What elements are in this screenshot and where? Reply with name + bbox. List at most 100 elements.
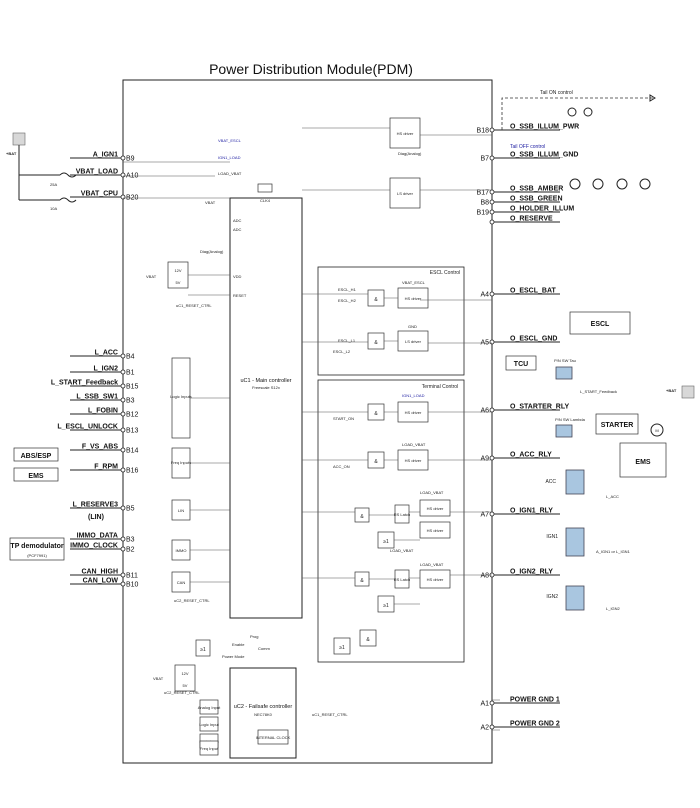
pn-sw-lambda-label: P/N SW Lambda (555, 417, 586, 422)
motor-symbol (650, 423, 664, 437)
term-hs-ign1-b-label: HS driver (427, 528, 444, 533)
main-controller-label: uC1 - Main controller (240, 378, 291, 384)
lbl-power-mode: Power Mode (222, 654, 245, 659)
lbl-vdd: VDD (233, 274, 242, 279)
fs-analog-input (199, 699, 219, 715)
fuse-10a: 10A (50, 206, 57, 211)
pin-marker (489, 199, 495, 205)
acc-relay-label: ACC (545, 479, 556, 485)
lbl-vbat-escl-2: VBAT_ESCL (402, 280, 426, 285)
right-output-row: B7 O_SSB_ILLUM_GND (480, 152, 578, 163)
lamp-icon (583, 107, 593, 117)
pin-marker (120, 581, 126, 587)
output-pin-label: B17 (477, 190, 490, 197)
input-pin-label: B14 (126, 448, 139, 455)
pdm-module-outline (122, 79, 493, 764)
l-start-feedback-right: L_START_Feedback (580, 389, 617, 394)
regulator-main-5v: 5V (176, 280, 181, 285)
input-pin-label: B2 (126, 547, 135, 554)
output-signal-label: O_HOLDER_ILLUM (510, 206, 574, 213)
output-signal-label: O_ESCL_GND (510, 336, 557, 343)
ign1-relay (565, 527, 585, 557)
lbl-acc-on: ACC_ON (333, 464, 350, 469)
lbl-vbat-reg2: VBAT (153, 676, 164, 681)
terminal-control-title: Terminal Control (422, 384, 458, 390)
lbl-vbat-escl: VBAT_ESCL (218, 138, 242, 143)
pin-marker (489, 700, 495, 706)
bat-symbol-right (681, 385, 695, 399)
can-block-label: CAN (177, 580, 186, 585)
input-pin-label: B11 (126, 573, 138, 580)
term-and-ssb-label: & (366, 637, 370, 643)
term-hs-ign1-b (419, 521, 451, 539)
input-signal-label: A_IGN1 (93, 152, 118, 159)
output-signal-label: O_RESERVE (510, 216, 553, 223)
ems-right-label: EMS (635, 459, 651, 466)
pin-marker (120, 397, 126, 403)
pin-marker (489, 511, 495, 517)
ems-box-right (619, 442, 667, 478)
lbl-load-vbat-3: LOAD_VBAT (420, 490, 444, 495)
term-or-ssb (333, 637, 351, 655)
output-signal-label: O_SSB_GREEN (510, 196, 563, 203)
tcu-box (505, 355, 537, 371)
input-pin-label: B12 (126, 412, 139, 419)
right-output-row: O_RESERVE (489, 216, 560, 225)
pin-marker (489, 724, 495, 730)
input-signal-label: L_FOBIN (88, 408, 118, 415)
output-signal-label: O_SSB_ILLUM_GND (510, 152, 578, 159)
output-pin-label: B7 (480, 156, 489, 163)
input-signal-label: F_VS_ABS (82, 444, 119, 451)
lbl-load-vbat-2: LOAD_VBAT (402, 442, 426, 447)
fs-freq-input (199, 740, 219, 756)
term-and-acc-label: & (374, 459, 378, 465)
lbl-reset: RESET (233, 293, 247, 298)
output-signal-label: O_IGN1_RLY (510, 508, 553, 515)
left-input-row: F_VS_ABS B14 (70, 444, 139, 455)
input-pin-label: B10 (126, 582, 139, 589)
lbl-enable: Enable (232, 642, 245, 647)
lamp-group (567, 107, 651, 190)
lamp-icon (639, 178, 651, 190)
pin-marker (120, 546, 126, 552)
input-signal-label: L_SSB_SW1 (76, 394, 118, 401)
pin-marker (120, 467, 126, 473)
term-and-ign2-a-label: & (360, 578, 364, 584)
bat-label-right: +BAT (666, 388, 677, 393)
fuse-25a: 25A (50, 182, 57, 187)
acc-relay-out: L_ACC (606, 494, 619, 499)
input-pin-label: B9 (126, 156, 135, 163)
lbl-diag-analog-top: Diag(Analog) (398, 151, 422, 156)
output-pin-label: A4 (480, 292, 489, 299)
right-outputs: B18O_SSB_ILLUM_PWRB7O_SSB_ILLUM_GNDB17O_… (477, 124, 580, 732)
fs-freq-input-label: Freq Input (200, 746, 219, 751)
lbl-uc1-reset-right: uC1_RESET_CTRL (312, 712, 348, 717)
output-signal-label: POWER GND 2 (510, 721, 560, 728)
tcu-label: TCU (514, 361, 528, 368)
pn-sw-tau-switch (555, 366, 573, 380)
input-pin-label: B13 (126, 428, 139, 435)
term-and-start-label: & (374, 411, 378, 417)
term-rs-latch-1 (394, 504, 410, 524)
pin-marker (120, 572, 126, 578)
bat-symbol-left (12, 132, 26, 146)
input-pin-label: B16 (126, 468, 139, 475)
left-input-row: L_FOBIN B12 (70, 408, 139, 419)
right-output-row: A7O_IGN1_RLY (480, 508, 560, 519)
ign2-relay (565, 585, 585, 611)
pin-marker (489, 339, 495, 345)
lamp-icon (567, 107, 577, 117)
right-output-row: A6O_STARTER_RLY (480, 404, 569, 415)
input-signal-label: IMMO_CLOCK (70, 543, 118, 550)
output-pin-label: A6 (480, 408, 489, 415)
lin-block-label: LIN (178, 508, 184, 513)
fs-logic-input-1-label: Logic Input (199, 722, 219, 727)
regulator-failsafe-5v: 5V (183, 683, 188, 688)
lbl-ign1-load: IGN1_LOAD (218, 155, 241, 160)
ls-driver-top-label: LS driver (397, 191, 414, 196)
